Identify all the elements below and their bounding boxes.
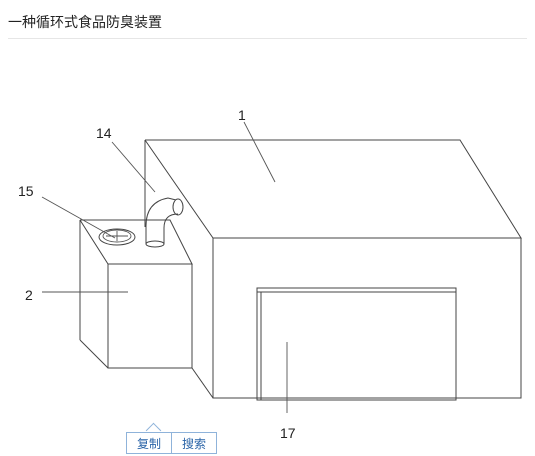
label-17: 17 — [280, 425, 296, 441]
gauge-icon — [98, 228, 136, 246]
search-button[interactable]: 搜索 — [172, 432, 218, 454]
door-panel — [256, 287, 457, 401]
label-15: 15 — [18, 183, 34, 199]
selection-toolbar: 复制 搜索 — [126, 432, 218, 456]
side-unit — [79, 219, 214, 399]
elbow-pipe-icon — [145, 197, 184, 248]
leader-lines — [41, 121, 288, 413]
copy-button[interactable]: 复制 — [126, 432, 173, 454]
label-2: 2 — [25, 287, 33, 303]
page-header: 一种循环式食品防臭装置 — [8, 0, 527, 39]
main-housing — [144, 139, 522, 399]
label-14: 14 — [96, 125, 112, 141]
page-title: 一种循环式食品防臭装置 — [8, 15, 162, 31]
label-1: 1 — [238, 107, 246, 123]
